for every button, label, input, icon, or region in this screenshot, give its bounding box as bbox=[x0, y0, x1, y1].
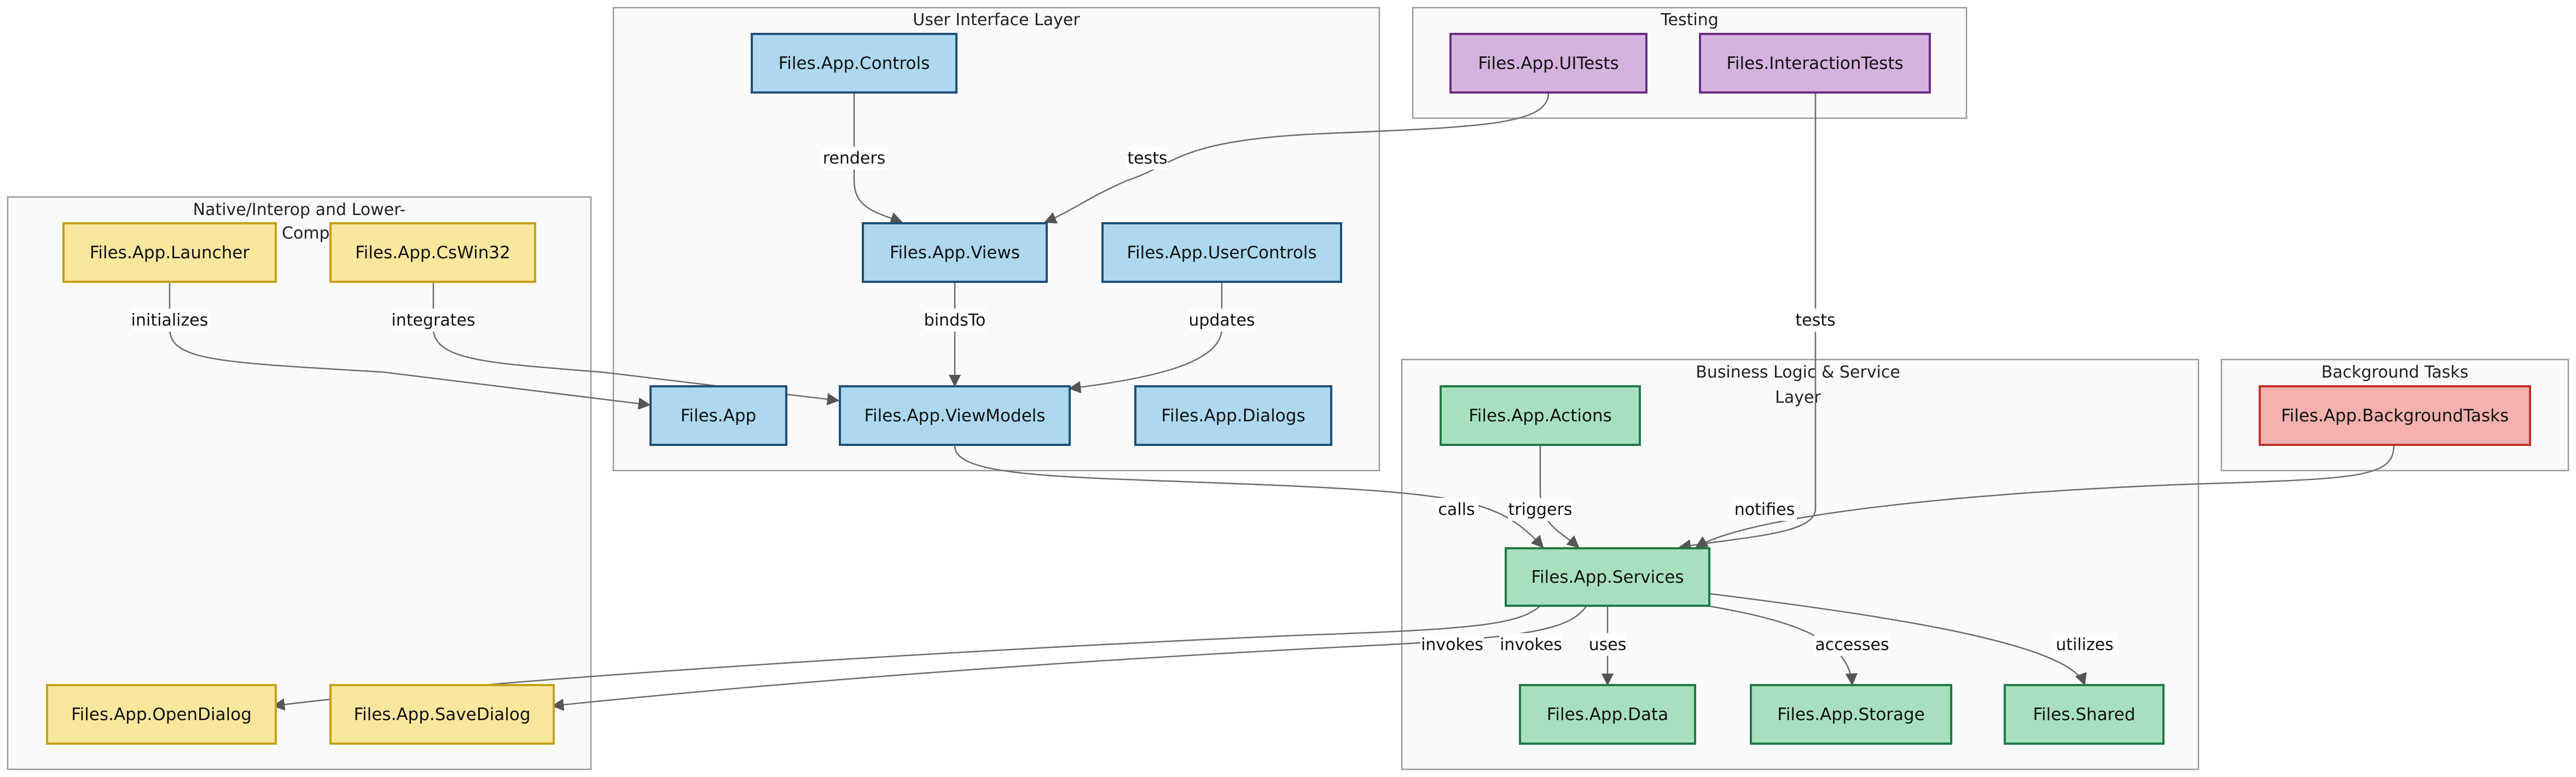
node-label-controls: Files.App.Controls bbox=[779, 54, 930, 73]
node-files-app-opendialog[interactable]: Files.App.OpenDialog bbox=[46, 684, 277, 745]
edge-label-tests-ui: tests bbox=[1127, 149, 1167, 168]
edge-backgroundtasks-services bbox=[1695, 445, 2395, 548]
edge-actions-services bbox=[1539, 446, 1580, 548]
node-label-launcher: Files.App.Launcher bbox=[90, 243, 250, 263]
edge-label-integrates: integrates bbox=[391, 311, 475, 330]
node-label-cswin32: Files.App.CsWin32 bbox=[355, 243, 510, 263]
node-files-app-backgroundtasks[interactable]: Files.App.BackgroundTasks bbox=[2259, 385, 2531, 446]
edge-cswin32-viewmodels bbox=[432, 282, 840, 405]
node-files-app-data[interactable]: Files.App.Data bbox=[1519, 684, 1696, 745]
node-files-app-uitests[interactable]: Files.App.UITests bbox=[1449, 33, 1647, 94]
node-label-app: Files.App bbox=[681, 406, 756, 426]
node-label-data: Files.App.Data bbox=[1547, 705, 1668, 724]
edge-launcher-app bbox=[169, 282, 651, 410]
node-label-actions: Files.App.Actions bbox=[1469, 406, 1612, 426]
node-files-app-cswin32[interactable]: Files.App.CsWin32 bbox=[329, 222, 536, 283]
cluster-title-testing: Testing bbox=[1660, 10, 1718, 30]
edge-usercontrols-viewmodels bbox=[1068, 282, 1223, 393]
edge-uitests-views bbox=[1043, 92, 1550, 224]
node-files-app-storage[interactable]: Files.App.Storage bbox=[1750, 684, 1952, 745]
node-label-views: Files.App.Views bbox=[890, 243, 1020, 263]
edge-viewmodels-services bbox=[954, 445, 1544, 548]
node-label-backgroundtasks: Files.App.BackgroundTasks bbox=[2281, 406, 2509, 426]
node-label-uitests: Files.App.UITests bbox=[1478, 54, 1618, 73]
node-files-app-usercontrols[interactable]: Files.App.UserControls bbox=[1101, 222, 1342, 283]
node-label-savedialog: Files.App.SaveDialog bbox=[353, 705, 530, 724]
node-label-usercontrols: Files.App.UserControls bbox=[1127, 243, 1316, 263]
edge-label-utilizes: utilizes bbox=[2056, 635, 2114, 654]
edge-label-accesses: accesses bbox=[1815, 635, 1889, 654]
cluster-title-business-line2: Layer bbox=[1775, 388, 1821, 407]
node-files-app[interactable]: Files.App bbox=[649, 385, 787, 446]
node-files-app-savedialog[interactable]: Files.App.SaveDialog bbox=[329, 684, 555, 745]
node-files-interactiontests[interactable]: Files.InteractionTests bbox=[1699, 33, 1931, 94]
edge-label-updates: updates bbox=[1188, 311, 1255, 330]
node-files-app-viewmodels[interactable]: Files.App.ViewModels bbox=[839, 385, 1071, 446]
edge-label-initializes: initializes bbox=[131, 311, 208, 330]
cluster-title-background: Background Tasks bbox=[2322, 363, 2469, 382]
edge-services-savedialog bbox=[551, 605, 1588, 711]
edge-services-shared bbox=[1709, 593, 2087, 686]
edge-label-uses: uses bbox=[1589, 635, 1627, 654]
node-label-services: Files.App.Services bbox=[1531, 567, 1684, 587]
cluster-native-interop: Native/Interop and Lower- Compo bbox=[7, 196, 592, 770]
edge-label-invokes-open: invokes bbox=[1421, 635, 1483, 654]
node-label-storage: Files.App.Storage bbox=[1777, 705, 1925, 724]
edge-labels: renders tests bindsTo updates initialize… bbox=[130, 147, 2117, 656]
node-files-app-views[interactable]: Files.App.Views bbox=[862, 222, 1048, 283]
node-label-viewmodels: Files.App.ViewModels bbox=[864, 406, 1045, 426]
node-files-app-launcher[interactable]: Files.App.Launcher bbox=[62, 222, 277, 283]
nodes: Files.App.Controls Files.App.Views Files… bbox=[46, 33, 2531, 745]
node-label-interactiontests: Files.InteractionTests bbox=[1726, 54, 1903, 73]
edge-label-triggers: triggers bbox=[1509, 500, 1573, 519]
node-label-opendialog: Files.App.OpenDialog bbox=[71, 705, 252, 724]
edge-services-storage bbox=[1707, 605, 1858, 686]
edge-label-calls: calls bbox=[1438, 500, 1475, 519]
node-files-app-services[interactable]: Files.App.Services bbox=[1505, 547, 1710, 607]
cluster-title-ui: User Interface Layer bbox=[913, 10, 1080, 30]
cluster-title-business-line1: Business Logic & Service bbox=[1696, 363, 1900, 382]
edge-label-binds-to: bindsTo bbox=[924, 311, 986, 330]
node-label-shared: Files.Shared bbox=[2033, 705, 2135, 724]
node-files-app-actions[interactable]: Files.App.Actions bbox=[1440, 385, 1641, 446]
node-files-shared[interactable]: Files.Shared bbox=[2004, 684, 2165, 745]
edge-label-notifies: notifies bbox=[1734, 500, 1795, 519]
node-label-dialogs: Files.App.Dialogs bbox=[1161, 406, 1305, 426]
node-files-app-dialogs[interactable]: Files.App.Dialogs bbox=[1134, 385, 1332, 446]
cluster-title-native-line1: Native/Interop and Lower- bbox=[193, 200, 406, 219]
node-files-app-controls[interactable]: Files.App.Controls bbox=[751, 33, 958, 94]
edge-controls-views bbox=[853, 93, 903, 224]
edge-label-invokes-save: invokes bbox=[1500, 635, 1562, 654]
edge-label-tests-interaction: tests bbox=[1795, 311, 1835, 330]
edge-label-renders: renders bbox=[823, 149, 886, 168]
